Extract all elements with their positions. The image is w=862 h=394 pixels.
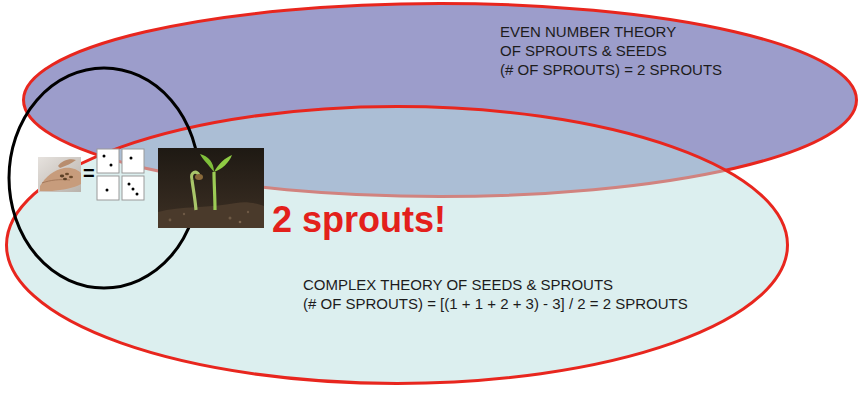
theory-ellipse: COMPLEX THEORY OF SEEDS & SPROUTS(# OF S…	[5, 105, 789, 385]
theory-heading: EVEN NUMBER THEORY OF SPROUTS & SEEDS	[500, 22, 690, 60]
sprouts-photo	[158, 148, 264, 228]
soil-grain	[239, 221, 242, 224]
die-pip	[103, 155, 106, 158]
soil-grain	[229, 217, 232, 220]
theory-formula: (# OF SPROUTS) = [(1 + 1 + 2 + 3) - 3] /…	[303, 294, 688, 313]
seed	[60, 175, 64, 178]
die-face	[97, 149, 119, 173]
die-pip	[130, 157, 133, 160]
text-group: COMPLEX THEORY OF SEEDS & SPROUTS(# OF S…	[303, 275, 688, 313]
soil-grain	[247, 211, 249, 213]
seed	[63, 178, 67, 181]
die-face	[122, 176, 144, 200]
die-pip	[106, 189, 109, 192]
die-pip	[132, 188, 135, 191]
hand-photo	[38, 157, 81, 192]
result-callout: 2 sprouts!	[272, 202, 446, 238]
ellipse-outline	[5, 105, 789, 385]
seed	[69, 176, 73, 179]
soil-grain	[169, 219, 172, 222]
seed	[65, 173, 69, 176]
hand-palm	[40, 168, 81, 191]
die-face	[122, 149, 144, 173]
text-group: EVEN NUMBER THEORY OF SPROUTS & SEEDS(# …	[500, 22, 722, 79]
theory-heading: COMPLEX THEORY OF SEEDS & SPROUTS	[303, 275, 688, 294]
theory-formula: (# OF SPROUTS) = 2 SPROUTS	[500, 60, 722, 79]
soil	[158, 148, 264, 228]
die-pip	[136, 193, 139, 196]
photo-ground	[38, 157, 81, 192]
equals-sign: =	[83, 163, 95, 183]
ellipse-shape	[7, 107, 788, 384]
hand-thumb	[58, 159, 76, 168]
theory-ellipse: EVEN NUMBER THEORY OF SPROUTS & SEEDS(# …	[22, 2, 858, 198]
seed-coat	[195, 174, 203, 180]
sprout-leaf	[214, 155, 232, 172]
die-face	[97, 176, 119, 200]
sprout-stem	[214, 172, 215, 210]
die-pip	[128, 183, 131, 186]
sprout-stem	[192, 180, 196, 210]
soil-grain	[183, 213, 185, 215]
sprout-leaf	[200, 154, 214, 172]
ellipse-outline	[22, 2, 858, 198]
soil-mound	[158, 202, 264, 228]
die-pip	[110, 164, 113, 167]
